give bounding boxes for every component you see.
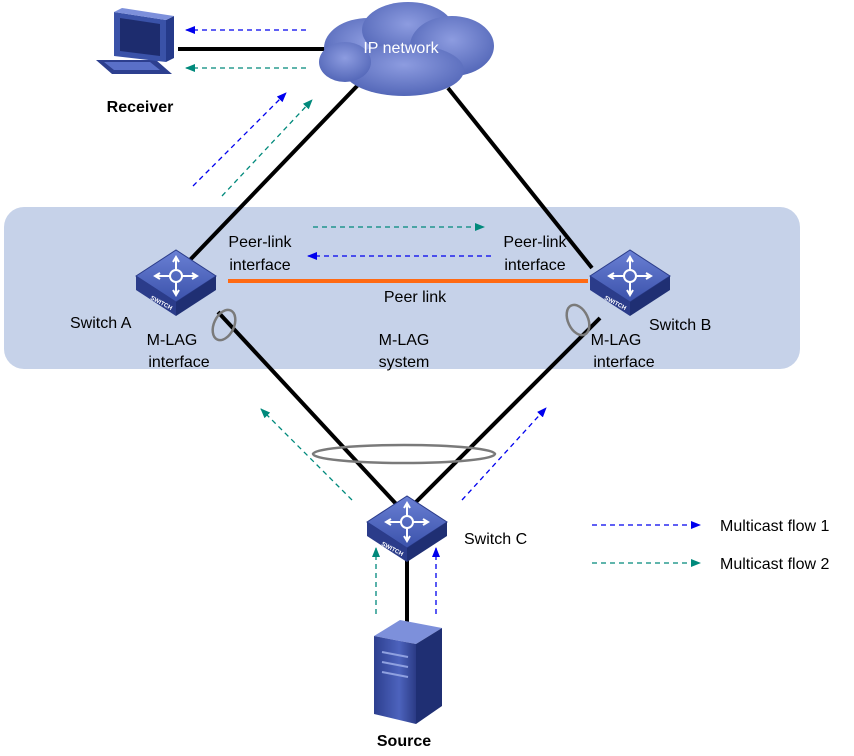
mlag-b-aggregation-ring xyxy=(565,303,591,337)
mlag-a-aggregation-ring xyxy=(211,308,237,342)
legend-flow1-label: Multicast flow 1 xyxy=(720,518,829,535)
mlag-interface-b-line1: M-LAG xyxy=(591,332,642,349)
switch-b-cloud-link xyxy=(446,86,594,270)
ip-network-cloud: IP network xyxy=(319,2,494,96)
switch-a-cloud-link xyxy=(186,83,360,264)
multicast-flows xyxy=(185,26,547,614)
peer-link-label: Peer link xyxy=(384,289,447,306)
switch-a-icon: SWITCH xyxy=(135,249,217,316)
flow1-switch-a-up xyxy=(192,92,287,187)
cloud-label: IP network xyxy=(363,40,439,57)
source-server-icon xyxy=(374,620,442,724)
switch-c-icon: SWITCH xyxy=(366,495,448,562)
source-label: Source xyxy=(377,733,431,750)
mlag-system-line1: M-LAG xyxy=(379,332,430,349)
flow2-switch-a-up xyxy=(221,99,313,197)
switch-b-icon: SWITCH xyxy=(589,249,671,316)
peer-link-interface-b-line2: interface xyxy=(504,257,565,274)
mlag-system-line2: system xyxy=(379,354,430,371)
legend-flow2-label: Multicast flow 2 xyxy=(720,556,829,573)
switch-a-switch-c-link xyxy=(216,310,400,508)
flow2-switch-c-to-a xyxy=(260,408,353,501)
legend: Multicast flow 1 Multicast flow 2 xyxy=(592,518,829,573)
peer-link-interface-a-line1: Peer-link xyxy=(228,234,292,251)
links xyxy=(178,47,602,626)
flow1-switch-c-to-b xyxy=(461,407,547,501)
switch-b-label: Switch B xyxy=(649,317,711,334)
mlag-interface-a-line2: interface xyxy=(148,354,209,371)
peer-link-interface-a-line2: interface xyxy=(229,257,290,274)
switch-a-label: Switch A xyxy=(70,315,132,332)
receiver-pc-icon xyxy=(96,8,174,74)
mlag-interface-a-line1: M-LAG xyxy=(147,332,198,349)
switch-b-switch-c-link xyxy=(410,316,602,508)
switch-c-aggregation-ring xyxy=(311,443,497,465)
receiver-label: Receiver xyxy=(107,99,174,116)
mlag-interface-b-line2: interface xyxy=(593,354,654,371)
peer-link-interface-b-line1: Peer-link xyxy=(503,234,567,251)
switch-c-label: Switch C xyxy=(464,531,527,548)
